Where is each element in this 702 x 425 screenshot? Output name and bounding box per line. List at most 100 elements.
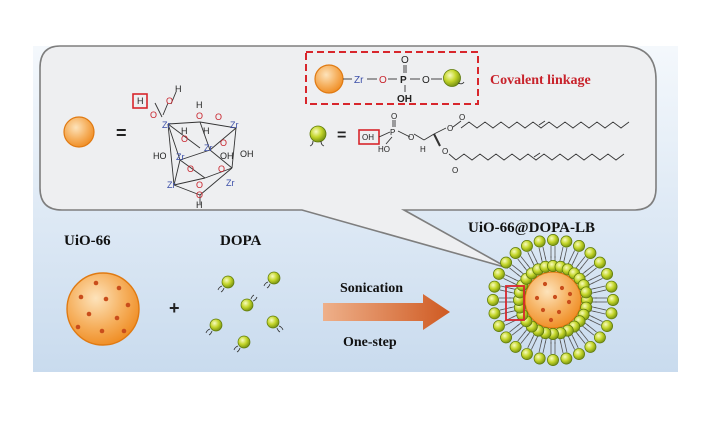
cluster-h-3: H <box>203 126 210 136</box>
lipid-head <box>607 294 619 306</box>
cluster-h-top: H <box>175 84 182 94</box>
core-pore-dot <box>556 309 562 315</box>
lipid-tail <box>569 250 575 262</box>
core-pore-dot <box>566 299 572 305</box>
lipid-head <box>584 247 597 260</box>
lipid-tail <box>527 336 534 348</box>
lipid-tail <box>531 250 537 262</box>
linkage-o-left: O <box>379 75 387 86</box>
uio66-label: UiO-66 <box>64 233 111 249</box>
dopa-h: H <box>420 145 426 154</box>
fatty-chain-bottom <box>455 153 625 161</box>
dopa-oh: OH <box>362 133 374 142</box>
dopa-molecule <box>217 275 235 293</box>
lipid-tail <box>577 256 586 267</box>
lipid-tail <box>584 327 595 336</box>
lipid-head <box>533 235 546 248</box>
lipid-head <box>573 348 585 361</box>
lipid-tail <box>593 310 606 315</box>
dopa-o-2: O <box>442 147 448 156</box>
lipid-tail <box>591 278 603 284</box>
lipid-tail <box>586 324 597 333</box>
lipid-head <box>509 340 522 353</box>
hydroxyl-highlight-box <box>132 93 148 109</box>
product-label: UiO-66@DOPA-LB <box>468 220 595 236</box>
linkage-o-top: O <box>401 55 409 66</box>
lipid-head <box>521 239 533 252</box>
lipid-tail <box>511 264 522 273</box>
lipid-head <box>509 247 522 260</box>
lipid-tail <box>586 267 597 276</box>
lipid-tail <box>538 247 543 260</box>
lipid-tail <box>594 289 607 293</box>
lipid-tail <box>542 341 546 354</box>
dopa-fatty-chains <box>455 120 630 161</box>
dopa-structure: OH P O HO O H O O O O <box>358 112 465 175</box>
lipid-head <box>560 235 573 248</box>
linkage-mof-sphere <box>314 64 344 94</box>
lipid-head <box>488 307 501 320</box>
dopa-molecule <box>263 271 281 289</box>
lipid-head <box>492 320 505 332</box>
lipid-tail <box>563 247 568 260</box>
zr-cluster-labels: H O H O Zr H O O Zr H O H Zr O HO Zr OH … <box>132 84 254 210</box>
lipid-tail <box>538 340 543 353</box>
lipid-tail <box>509 267 520 276</box>
zr-cluster-structure <box>154 91 237 204</box>
dopa-molecule <box>266 315 284 333</box>
cluster-o-2: O <box>215 112 222 122</box>
one-step-label: One-step <box>343 335 397 350</box>
dopa-o-1: O <box>447 124 453 133</box>
lipid-head <box>533 352 546 365</box>
lipid-head <box>573 239 585 252</box>
dopa-molecule <box>205 318 223 336</box>
lipid-tail <box>580 258 589 269</box>
lipid-head <box>593 256 606 269</box>
lipid-tail <box>580 331 589 342</box>
lipid-head <box>487 294 499 306</box>
cluster-o-left: O <box>150 110 157 120</box>
equals-sign-mof: = <box>116 123 127 143</box>
lipid-head <box>584 340 597 353</box>
lipid-tail <box>520 256 529 267</box>
lipid-tail <box>584 264 595 273</box>
dopa-ho: HO <box>378 145 390 154</box>
lipid-tail <box>517 258 526 269</box>
lipid-tail <box>563 340 568 353</box>
cluster-oh-mid: OH <box>220 151 234 161</box>
cluster-zr-2: Zr <box>230 120 239 130</box>
cluster-oh-right: OH <box>240 149 254 159</box>
dopa-molecule <box>240 294 258 312</box>
equals-sign-dopa: = <box>337 127 346 144</box>
cluster-o-6: O <box>218 164 225 174</box>
lipid-tail <box>569 338 575 350</box>
lipid-head <box>605 280 618 293</box>
lipid-tail <box>531 338 537 350</box>
lipid-tail <box>593 285 606 290</box>
interface-highlight-box <box>505 285 525 321</box>
linkage-lipid-ball <box>443 69 465 87</box>
lipid-tail <box>527 252 534 264</box>
process-arrow <box>323 294 450 330</box>
free-dopa-molecules <box>205 271 284 353</box>
covalent-linkage-label: Covalent linkage <box>490 73 591 88</box>
dopa-o-3: O <box>459 113 465 122</box>
lipid-tail <box>560 246 564 259</box>
cluster-o-1: O <box>196 111 203 121</box>
lipid-head <box>547 354 559 366</box>
cluster-h-2: H <box>181 126 188 136</box>
callout-bubble <box>39 45 657 269</box>
lipid-tail <box>511 327 522 336</box>
linkage-oh-bottom: OH <box>397 94 412 105</box>
cluster-zr-6: Zr <box>226 178 235 188</box>
lipid-head <box>521 348 533 361</box>
cluster-o-7: O <box>196 180 203 190</box>
cluster-o-top: O <box>166 96 173 106</box>
dopa-legend-ball <box>309 125 327 147</box>
linkage-p: P <box>400 75 407 86</box>
core-pore-dot <box>542 281 548 287</box>
covalent-linkage-box <box>305 51 479 105</box>
core-pore-dot <box>552 294 558 300</box>
uio66-particle <box>66 272 140 346</box>
dopa-p: P <box>390 128 395 137</box>
